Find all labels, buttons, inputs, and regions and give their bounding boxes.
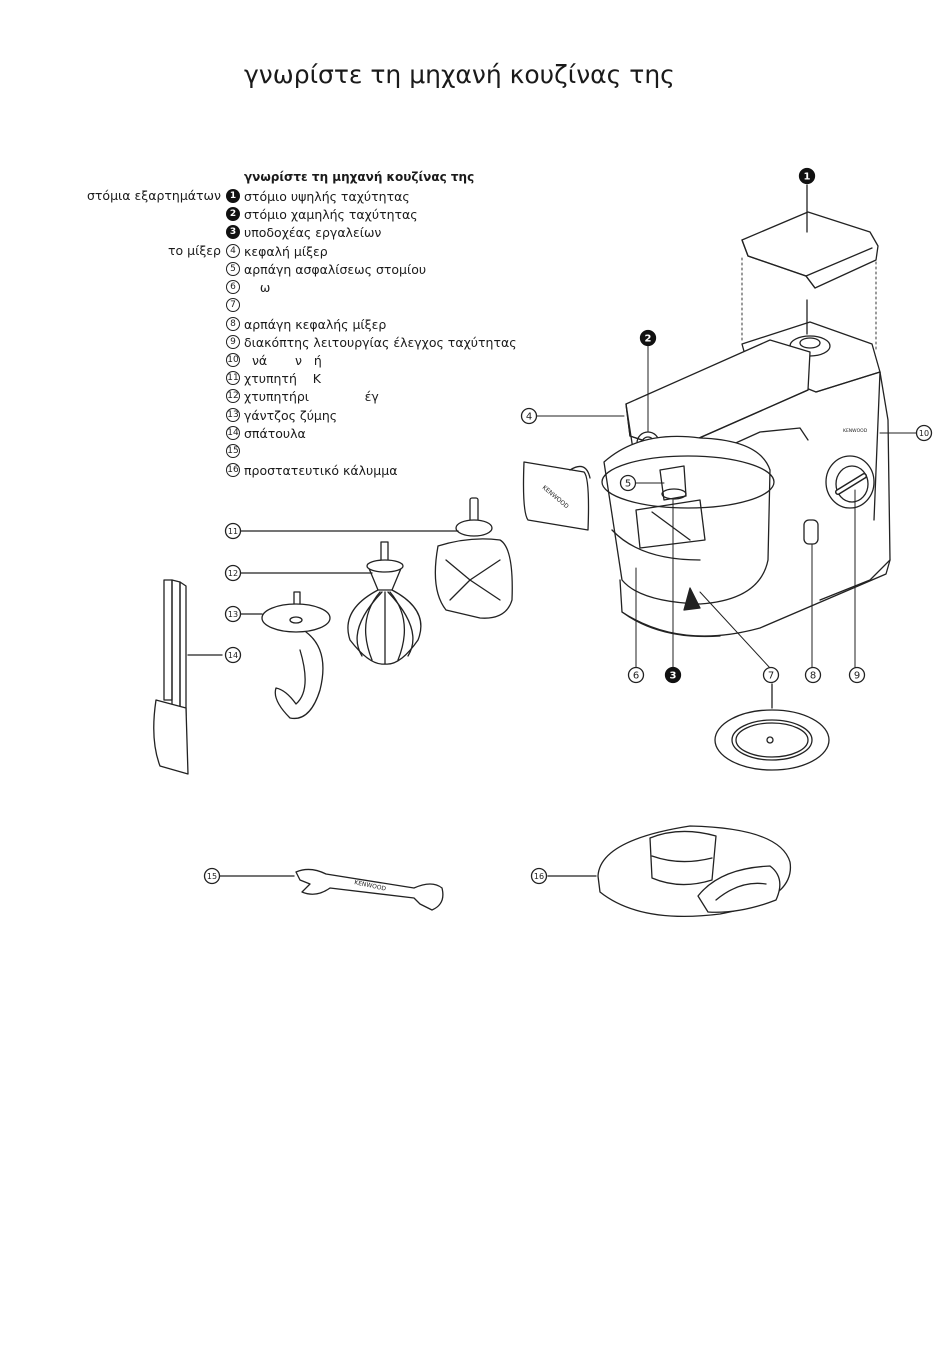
number-badge: 9 <box>226 335 240 349</box>
legend-item-2: 2 στόμιο χαμηλής ταχύτητας <box>226 205 418 223</box>
spanner-tool: KENWOOD <box>219 868 444 911</box>
callout-number: 2 <box>645 334 652 345</box>
number-badge: 1 <box>226 189 240 203</box>
legend-item-6: 6 ω <box>226 278 270 296</box>
legend-item-13: 13 γάντζος ζύμης <box>226 406 337 424</box>
number-badge: 14 <box>226 426 240 440</box>
number-badge: 10 <box>226 353 240 367</box>
legend-text: νά ν ή <box>244 352 322 368</box>
callout-3: 3 <box>664 666 682 684</box>
callout-6: 6 <box>627 666 645 684</box>
number-badge: 13 <box>226 408 240 422</box>
slow-speed-outlet-cover: KENWOOD <box>522 461 591 531</box>
legend-text: στόμιο υψηλής ταχύτητας <box>244 188 410 204</box>
legend-item-8: 8 αρπάγη κεφαλής μίξερ <box>226 315 386 333</box>
callout-number: 9 <box>854 671 860 682</box>
legend-item-10: 10 νά ν ή <box>226 351 322 369</box>
legend-text: στόμιο χαμηλής ταχύτητας <box>244 206 418 222</box>
legend-text: σπάτουλα <box>244 425 306 441</box>
dough-hook <box>239 591 331 720</box>
callout-number: 5 <box>625 479 631 490</box>
callout-2: 2 <box>639 329 657 347</box>
number-badge: 8 <box>226 317 240 331</box>
side-label-mixer: το μίξερ <box>168 243 221 258</box>
callout-9: 9 <box>848 666 866 684</box>
callout-number: 12 <box>228 569 238 578</box>
number-badge: 3 <box>226 225 240 239</box>
bowl-base-plate <box>714 683 830 771</box>
callout-number: 13 <box>228 610 238 619</box>
number-badge: 6 <box>226 280 240 294</box>
callout-number: 4 <box>526 412 532 423</box>
number-badge: 11 <box>226 371 240 385</box>
callout-7: 7 <box>762 666 780 684</box>
whisk <box>239 541 422 665</box>
number-badge: 16 <box>226 463 240 477</box>
legend-item-4: 4 κεφαλή μίξερ <box>226 242 328 260</box>
callout-14: 14 <box>224 646 242 664</box>
callout-number: 8 <box>810 671 816 682</box>
legend-text: χτυπητή Κ <box>244 370 321 386</box>
number-badge: 15 <box>226 444 240 458</box>
pouring-shield <box>547 825 792 918</box>
high-speed-outlet-cover <box>741 184 879 353</box>
legend-heading: γνωρίστε τη μηχανή κουζίνας της <box>244 170 475 184</box>
callout-15: 15 <box>203 867 221 885</box>
callout-number: 1 <box>804 172 811 183</box>
callout-5: 5 <box>619 474 637 492</box>
legend-item-9: 9 διακόπτης λειτουργίας έλεγχος ταχύτητας <box>226 333 517 351</box>
legend-item-3: 3 υποδοχέας εργαλείων <box>226 223 381 241</box>
legend-item-1: 1 στόμιο υψηλής ταχύτητας <box>226 187 410 205</box>
callout-12: 12 <box>224 564 242 582</box>
legend-item-11: 11 χτυπητή Κ <box>226 369 321 387</box>
legend-text: διακόπτης λειτουργίας έλεγχος ταχύτητας <box>244 334 517 350</box>
legend-item-15: 15 <box>226 442 244 460</box>
legend-text: υποδοχέας εργαλείων <box>244 224 382 240</box>
callout-number: 14 <box>228 651 238 660</box>
legend-text: ω <box>244 279 271 295</box>
legend-item-5: 5 αρπάγη ασφαλίσεως στομίου <box>226 260 426 278</box>
legend-text: προστατευτικό κάλυμμα <box>244 462 398 478</box>
side-label-outlets: στόμια εξαρτημάτων <box>86 188 221 203</box>
legend-item-14: 14 σπάτουλα <box>226 424 306 442</box>
legend-item-16: 16 προστατευτικό κάλυμμα <box>226 461 397 479</box>
callout-8: 8 <box>804 666 822 684</box>
callout-number: 16 <box>534 872 544 881</box>
legend-text: αρπάγη ασφαλίσεως στομίου <box>244 261 427 277</box>
callout-number: 3 <box>670 671 677 682</box>
callout-10: 10 <box>915 424 933 442</box>
callout-number: 10 <box>919 429 929 438</box>
kitchen-machine-body: KENWOOD <box>601 299 891 638</box>
number-badge: 12 <box>226 389 240 403</box>
number-badge: 7 <box>226 298 240 312</box>
spatula <box>153 579 223 775</box>
legend-text: χτυπητήρι έγ <box>244 388 379 404</box>
callout-16: 16 <box>530 867 548 885</box>
number-badge: 5 <box>226 262 240 276</box>
callout-number: 15 <box>207 872 217 881</box>
page-title: γνωρίστε τη μηχανή κουζίνας της <box>244 60 675 89</box>
callout-4: 4 <box>520 407 538 425</box>
callout-11: 11 <box>224 522 242 540</box>
callout-number: 7 <box>768 671 774 682</box>
k-beater <box>239 497 513 619</box>
callout-13: 13 <box>224 605 242 623</box>
svg-text:KENWOOD: KENWOOD <box>843 428 868 434</box>
legend-text: αρπάγη κεφαλής μίξερ <box>244 316 387 332</box>
callout-number: 11 <box>228 527 238 536</box>
callout-leaders <box>536 345 917 669</box>
number-badge: 4 <box>226 244 240 258</box>
callout-1: 1 <box>798 167 816 185</box>
legend-text: κεφαλή μίξερ <box>244 243 328 259</box>
legend-item-7: 7 <box>226 296 244 314</box>
number-badge: 2 <box>226 207 240 221</box>
legend-item-12: 12 χτυπητήρι έγ <box>226 387 379 405</box>
callout-number: 6 <box>633 671 639 682</box>
legend-text: γάντζος ζύμης <box>244 407 338 423</box>
